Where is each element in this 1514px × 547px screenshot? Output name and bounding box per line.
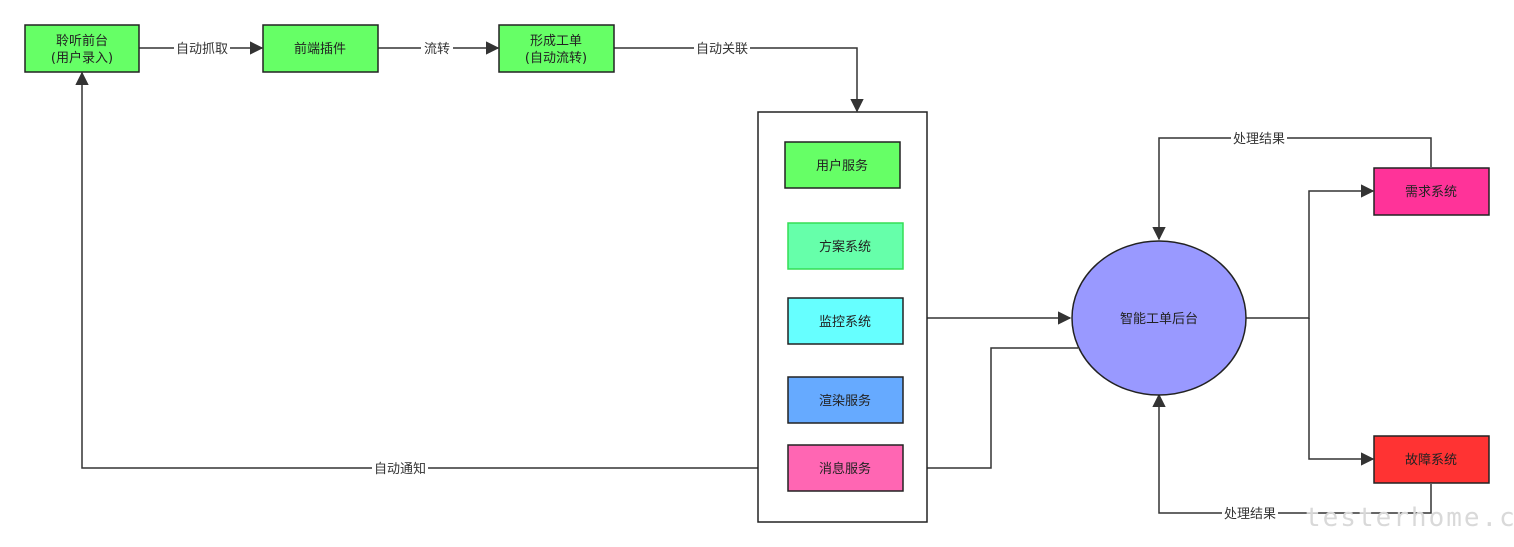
node-user-service-label: 用户服务 bbox=[816, 158, 868, 174]
node-message-service-label: 消息服务 bbox=[819, 461, 871, 477]
edge-fault-to-backend bbox=[1152, 393, 1432, 514]
node-render-service: 渲染服务 bbox=[787, 376, 904, 424]
edge-demand-to-backend bbox=[1152, 137, 1432, 241]
node-plan-system: 方案系统 bbox=[787, 222, 904, 270]
label-flow: 流转 bbox=[424, 42, 450, 57]
node-listen-front-line2: (用户录入) bbox=[51, 50, 113, 66]
node-frontend-plugin-label: 前端插件 bbox=[294, 41, 346, 57]
watermark: testerhome.com bbox=[1305, 503, 1514, 533]
edge-backend-to-fault bbox=[1308, 318, 1375, 466]
node-demand-system-label: 需求系统 bbox=[1405, 185, 1457, 200]
node-render-service-label: 渲染服务 bbox=[819, 393, 871, 409]
node-monitor-system: 监控系统 bbox=[787, 297, 904, 345]
node-message-service: 消息服务 bbox=[787, 444, 904, 492]
edge-ticket-to-services bbox=[614, 47, 864, 113]
node-frontend-plugin: 前端插件 bbox=[262, 24, 379, 73]
node-smart-backend: 智能工单后台 bbox=[1071, 240, 1247, 396]
label-result-bottom: 处理结果 bbox=[1224, 507, 1276, 522]
label-auto-capture: 自动抓取 bbox=[176, 42, 228, 57]
node-plan-system-label: 方案系统 bbox=[819, 239, 871, 255]
node-listen-front: 聆听前台 (用户录入) bbox=[24, 24, 140, 73]
label-auto-notify: 自动通知 bbox=[374, 461, 426, 477]
edge-backend-to-message bbox=[903, 347, 1078, 475]
edge-notify-to-listen bbox=[75, 71, 787, 469]
edge-backend-to-demand bbox=[1246, 184, 1375, 319]
node-fault-system: 故障系统 bbox=[1373, 435, 1490, 484]
node-smart-backend-label: 智能工单后台 bbox=[1120, 312, 1198, 327]
label-result-top: 处理结果 bbox=[1233, 132, 1285, 147]
node-user-service: 用户服务 bbox=[784, 141, 901, 189]
node-monitor-system-label: 监控系统 bbox=[819, 315, 871, 330]
node-fault-system-label: 故障系统 bbox=[1405, 453, 1457, 468]
node-demand-system: 需求系统 bbox=[1373, 167, 1490, 216]
node-form-ticket: 形成工单 (自动流转) bbox=[498, 24, 615, 73]
node-form-ticket-line2: (自动流转) bbox=[525, 51, 587, 66]
node-form-ticket-line1: 形成工单 bbox=[530, 34, 582, 49]
label-auto-link: 自动关联 bbox=[696, 42, 748, 57]
node-listen-front-line1: 聆听前台 bbox=[56, 33, 108, 49]
